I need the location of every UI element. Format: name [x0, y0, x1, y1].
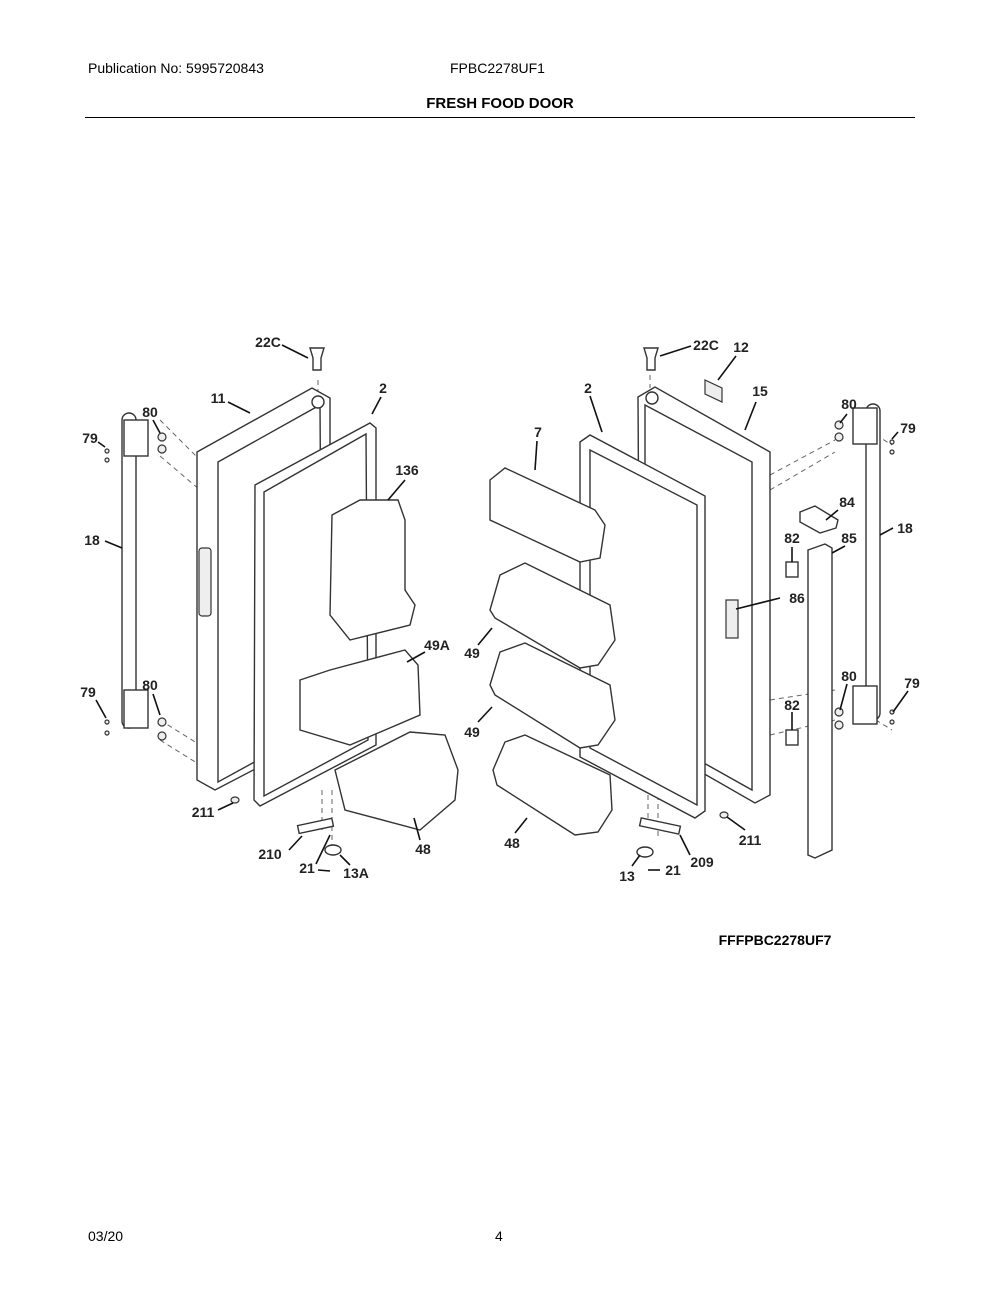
callout-22c: 22C [693, 337, 719, 353]
callout-86: 86 [789, 590, 805, 606]
diagram-code: FFFPBC2278UF7 [718, 932, 832, 948]
callout-13: 13 [619, 868, 635, 884]
callout-79: 79 [80, 684, 96, 700]
door-bin-7 [489, 467, 606, 563]
callout-2: 2 [584, 380, 592, 396]
callout-49: 49 [464, 724, 480, 740]
door-handle-right [865, 403, 881, 721]
page-title: FRESH FOOD DOOR [426, 95, 574, 112]
callout-18: 18 [897, 520, 913, 536]
callout-48: 48 [504, 835, 520, 851]
callout-48: 48 [415, 841, 431, 857]
callout-12: 12 [733, 339, 749, 355]
callout-15: 15 [752, 383, 768, 399]
page-number: 4 [495, 1228, 503, 1244]
door-bin-49-top [489, 562, 616, 669]
bracket-82-bottom [785, 729, 799, 746]
callout-7: 7 [534, 424, 542, 440]
door-label-plate [198, 547, 212, 617]
callout-21: 21 [299, 860, 315, 876]
callout-79: 79 [900, 420, 916, 436]
callout-18: 18 [84, 532, 100, 548]
callout-82: 82 [784, 530, 800, 546]
callout-80: 80 [142, 404, 158, 420]
callout-85: 85 [841, 530, 857, 546]
callout-13a: 13A [343, 865, 369, 881]
hinge-209 [638, 817, 682, 835]
header-divider [85, 117, 915, 118]
callout-210: 210 [258, 846, 282, 862]
model-number: FPBC2278UF1 [450, 60, 545, 76]
door-bin-48-right [492, 734, 613, 836]
callout-79: 79 [82, 430, 98, 446]
callout-leaders [95, 344, 909, 872]
callout-79: 79 [904, 675, 920, 691]
callout-136: 136 [395, 462, 419, 478]
callout-2: 2 [379, 380, 387, 396]
callout-22c: 22C [255, 334, 281, 350]
left-door-assembly [104, 347, 459, 856]
dairy-bin-136 [329, 499, 416, 641]
door-bin-48-left [334, 731, 459, 831]
bracket-82-top [785, 561, 799, 578]
cap-84 [799, 505, 839, 534]
callout-80: 80 [142, 677, 158, 693]
door-handle-left [121, 412, 137, 729]
callout-80: 80 [841, 396, 857, 412]
right-door-assembly [489, 347, 895, 859]
callout-11: 11 [210, 390, 226, 406]
callout-49: 49 [464, 645, 480, 661]
callout-49a: 49A [424, 637, 450, 653]
footer-date: 03/20 [88, 1228, 124, 1244]
publication-number: Publication No: 5995720843 [88, 60, 264, 76]
hinge-210 [296, 817, 335, 835]
callout-209: 209 [690, 854, 714, 870]
door-switch-86 [725, 599, 739, 639]
door-trim-85 [807, 543, 833, 859]
callout-211: 211 [738, 832, 762, 848]
callout-84: 84 [839, 494, 855, 510]
callout-211: 211 [191, 804, 215, 820]
callout-82: 82 [784, 697, 800, 713]
callout-21: 21 [665, 862, 681, 878]
door-bin-49A [299, 649, 421, 746]
callout-80: 80 [841, 668, 857, 684]
label-12 [704, 379, 723, 403]
door-bin-49-bottom [489, 642, 616, 749]
